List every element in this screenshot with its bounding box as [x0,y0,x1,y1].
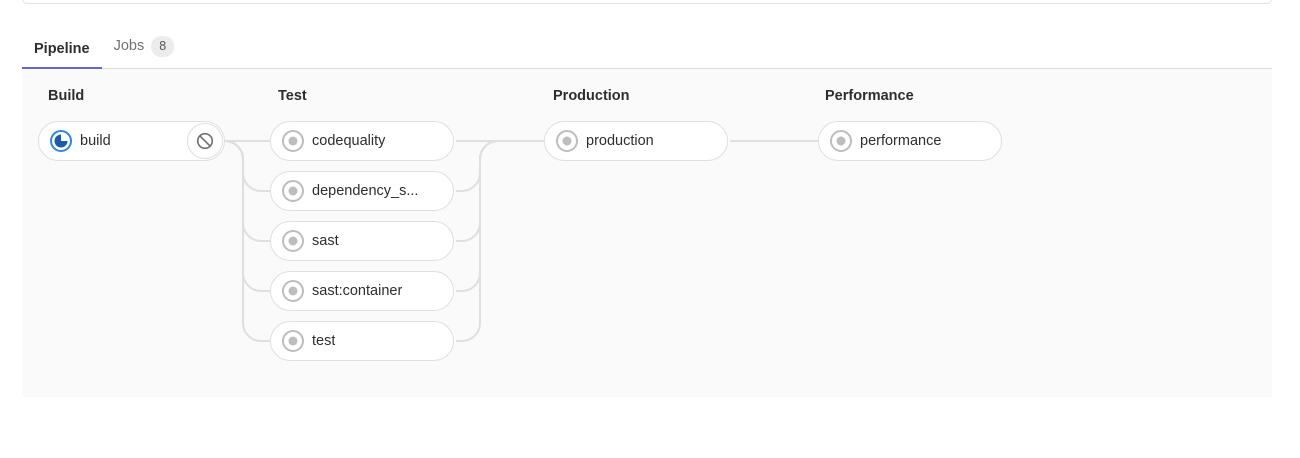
job-label: performance [860,133,942,149]
pipeline-graph: Build Test Production Performance build [22,69,1272,397]
tab-jobs[interactable]: Jobs 8 [102,27,187,70]
pipeline-connectors [224,140,818,342]
job-sast-container[interactable]: sast:container [270,271,454,311]
job-test[interactable]: test [270,321,454,361]
job-label: dependency_s... [312,183,419,199]
tab-pipeline-label: Pipeline [34,40,90,57]
cancel-job-button[interactable] [187,123,223,159]
created-status-icon [282,330,304,352]
jobs-count-badge: 8 [151,36,175,57]
tab-pipeline[interactable]: Pipeline [22,32,102,70]
job-codequality[interactable]: codequality [270,121,454,161]
created-status-icon [282,180,304,202]
created-status-icon [282,280,304,302]
cancel-icon [196,132,214,150]
created-status-icon [830,130,852,152]
job-performance[interactable]: performance [818,121,1002,161]
tab-jobs-label: Jobs [113,38,145,55]
stage-header-build: Build [48,88,85,104]
created-status-icon [282,230,304,252]
job-dependency-scanning[interactable]: dependency_s... [270,171,454,211]
upper-card-bottom-edge [22,0,1272,4]
tab-bar: Pipeline Jobs 8 [22,27,1272,70]
job-label: build [80,133,111,149]
job-label: sast:container [312,283,403,299]
running-status-icon [50,130,72,152]
created-status-icon [282,130,304,152]
stage-header-test: Test [278,88,307,104]
job-label: sast [312,233,339,249]
job-label: test [312,333,336,349]
stage-header-production: Production [553,88,630,104]
job-production[interactable]: production [544,121,728,161]
job-label: production [586,133,654,149]
job-sast[interactable]: sast [270,221,454,261]
created-status-icon [556,130,578,152]
job-build[interactable]: build [38,121,225,161]
stage-header-performance: Performance [825,88,914,104]
job-label: codequality [312,133,386,149]
